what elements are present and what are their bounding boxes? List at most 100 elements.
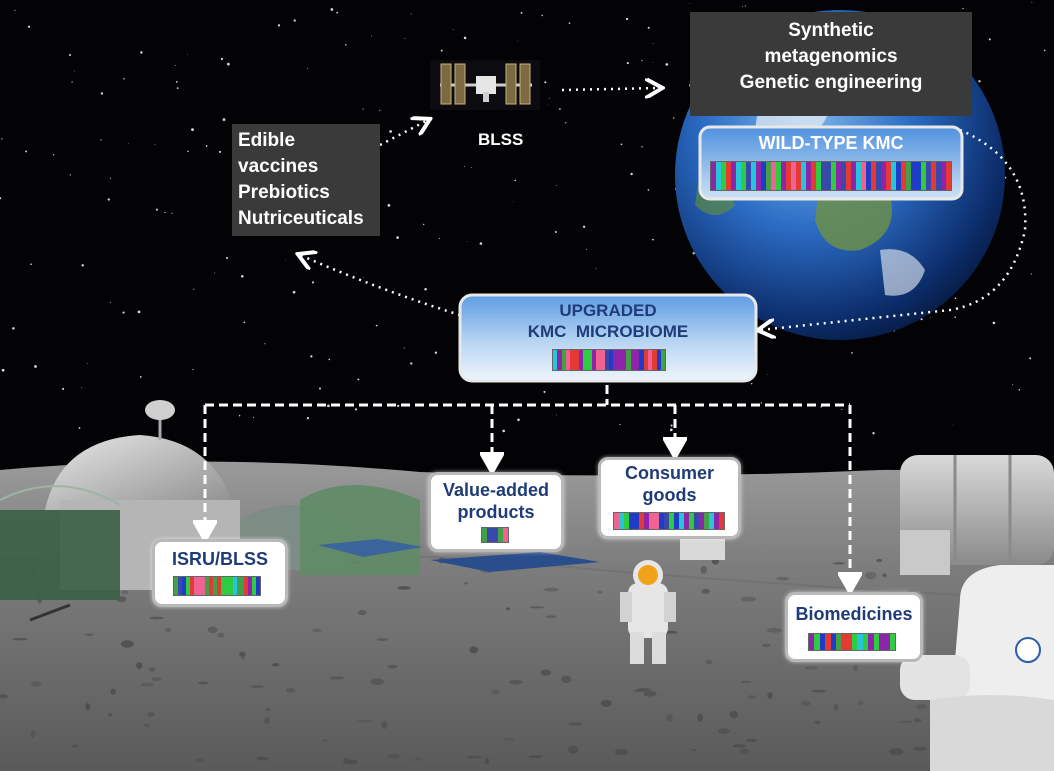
consumer-goods-line-1: Consumer bbox=[624, 463, 714, 483]
star bbox=[652, 62, 654, 64]
rock bbox=[207, 626, 218, 634]
rock bbox=[747, 695, 757, 699]
barcode-stripe bbox=[791, 162, 796, 190]
barcode-stripe bbox=[714, 513, 719, 529]
barcode-stripe bbox=[709, 513, 714, 529]
barcode-stripe bbox=[811, 162, 816, 190]
barcode-stripe bbox=[248, 577, 253, 595]
rock bbox=[197, 681, 209, 685]
rock bbox=[30, 730, 35, 738]
barcode-stripe bbox=[814, 634, 820, 650]
barcode-stripe bbox=[741, 162, 746, 190]
star bbox=[670, 424, 673, 427]
rock bbox=[508, 679, 523, 685]
upgraded-line-1: UPGRADED bbox=[559, 301, 657, 320]
star bbox=[502, 429, 506, 433]
rock bbox=[914, 718, 922, 723]
rock bbox=[692, 749, 697, 752]
star bbox=[1012, 384, 1014, 386]
barcode-stripe bbox=[719, 513, 724, 529]
star bbox=[466, 241, 468, 243]
rock bbox=[356, 720, 373, 723]
star bbox=[424, 288, 427, 291]
star bbox=[205, 145, 208, 147]
star bbox=[438, 237, 440, 239]
star bbox=[988, 38, 991, 41]
isru-blss-title: ISRU/BLSS bbox=[171, 549, 268, 569]
rock bbox=[543, 587, 560, 592]
star bbox=[78, 427, 81, 429]
star bbox=[354, 408, 358, 411]
rock bbox=[85, 703, 91, 711]
rock bbox=[528, 755, 543, 759]
barcode-stripe bbox=[901, 162, 906, 190]
rock bbox=[71, 744, 79, 748]
barcode-stripe bbox=[689, 513, 694, 529]
star bbox=[767, 374, 769, 375]
star bbox=[647, 189, 650, 191]
barcode-stripe bbox=[856, 162, 861, 190]
star bbox=[379, 109, 381, 111]
rock bbox=[697, 713, 703, 722]
star bbox=[434, 351, 438, 354]
rock bbox=[165, 628, 172, 633]
barcode-stripe bbox=[746, 162, 751, 190]
star bbox=[69, 54, 71, 56]
star bbox=[1043, 49, 1046, 52]
rock bbox=[858, 701, 864, 705]
engineering-box: Synthetic metagenomics Genetic engineeri… bbox=[690, 12, 972, 116]
rock bbox=[387, 754, 400, 759]
barcode-stripe bbox=[220, 577, 225, 595]
wild-type-barcode-icon bbox=[710, 161, 952, 191]
star bbox=[954, 297, 957, 300]
barcode-stripe bbox=[771, 162, 776, 190]
rock bbox=[217, 632, 225, 638]
rock bbox=[545, 615, 557, 619]
star bbox=[69, 174, 71, 176]
rock bbox=[912, 746, 927, 751]
barcode-stripe bbox=[831, 162, 836, 190]
star bbox=[872, 432, 875, 435]
star bbox=[1, 138, 3, 140]
star bbox=[292, 290, 296, 294]
rock bbox=[834, 704, 839, 711]
barcode-stripe bbox=[604, 350, 610, 370]
barcode-stripe bbox=[205, 577, 210, 595]
barcode-stripe bbox=[619, 513, 624, 529]
barcode-stripe bbox=[600, 350, 605, 370]
barcode-stripe bbox=[731, 162, 736, 190]
rock bbox=[469, 646, 479, 654]
bioproducts-line-2: vaccines bbox=[238, 156, 319, 177]
rock bbox=[357, 609, 367, 616]
star bbox=[362, 108, 364, 110]
rock bbox=[718, 728, 730, 735]
barcode-stripe bbox=[487, 528, 493, 542]
rock bbox=[148, 667, 156, 673]
barcode-stripe bbox=[256, 577, 260, 595]
isru-blss-panel: ISRU/BLSS bbox=[152, 539, 288, 607]
star bbox=[517, 40, 519, 42]
barcode-stripe bbox=[821, 162, 826, 190]
star bbox=[122, 311, 125, 314]
star bbox=[742, 5, 744, 7]
star bbox=[626, 62, 629, 65]
rock bbox=[567, 745, 579, 754]
barcode-stripe bbox=[634, 350, 640, 370]
star bbox=[396, 236, 399, 239]
barcode-stripe bbox=[639, 513, 644, 529]
barcode-stripe bbox=[228, 577, 233, 595]
rock bbox=[484, 757, 489, 765]
engineering-line-3: Genetic engineering bbox=[739, 72, 923, 93]
barcode-stripe bbox=[181, 577, 186, 595]
rock bbox=[761, 643, 771, 647]
star bbox=[327, 404, 330, 408]
star bbox=[174, 64, 176, 66]
rock bbox=[110, 688, 116, 695]
star bbox=[513, 201, 514, 203]
barcode-stripe bbox=[878, 634, 885, 650]
rock bbox=[121, 590, 129, 595]
rock bbox=[915, 704, 927, 710]
star bbox=[227, 62, 230, 66]
star bbox=[568, 22, 571, 24]
barcode-stripe bbox=[613, 350, 618, 370]
